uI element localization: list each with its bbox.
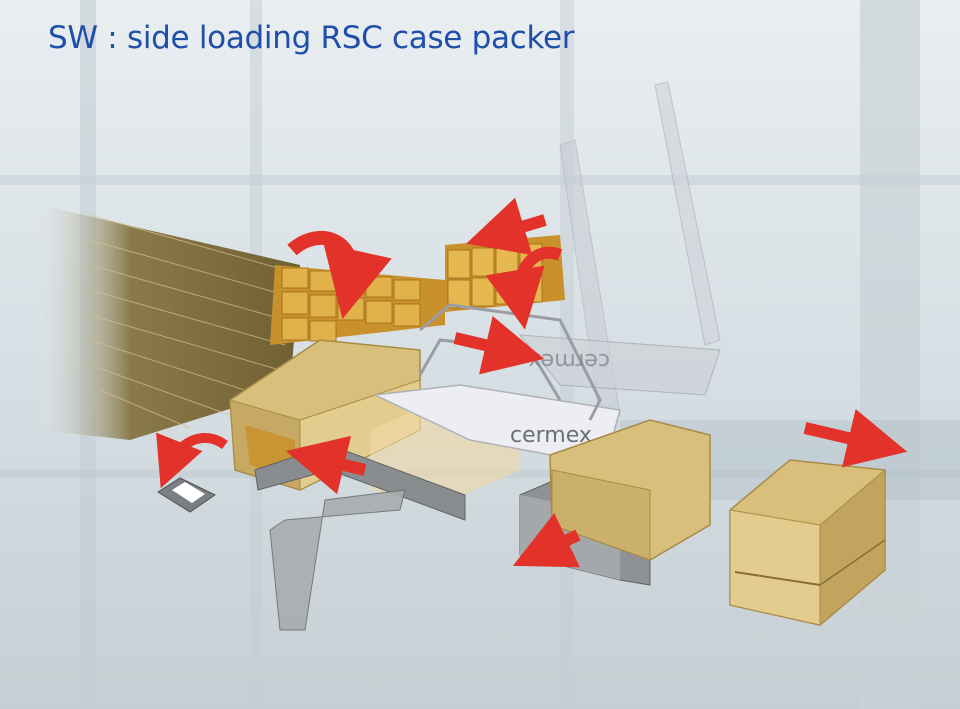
rotate-arrow-icon xyxy=(156,432,228,489)
motion-arrows xyxy=(156,197,908,568)
brand-logo: cermex xyxy=(510,423,592,448)
push-arrow-icon xyxy=(512,513,581,568)
push-arrow-icon xyxy=(453,315,545,375)
blank-magazine xyxy=(40,205,300,440)
push-arrow-icon xyxy=(466,197,547,256)
push-arrow-icon xyxy=(803,408,908,468)
rotate-arrow-icon xyxy=(485,246,563,330)
closing-case xyxy=(549,419,711,561)
brand-logo-mirror: cermex xyxy=(528,348,610,373)
push-arrow-icon xyxy=(285,435,367,495)
rotate-arrow-icon xyxy=(287,230,392,320)
finished-case xyxy=(729,459,886,627)
page-title: SW : side loading RSC case packer xyxy=(48,20,575,56)
